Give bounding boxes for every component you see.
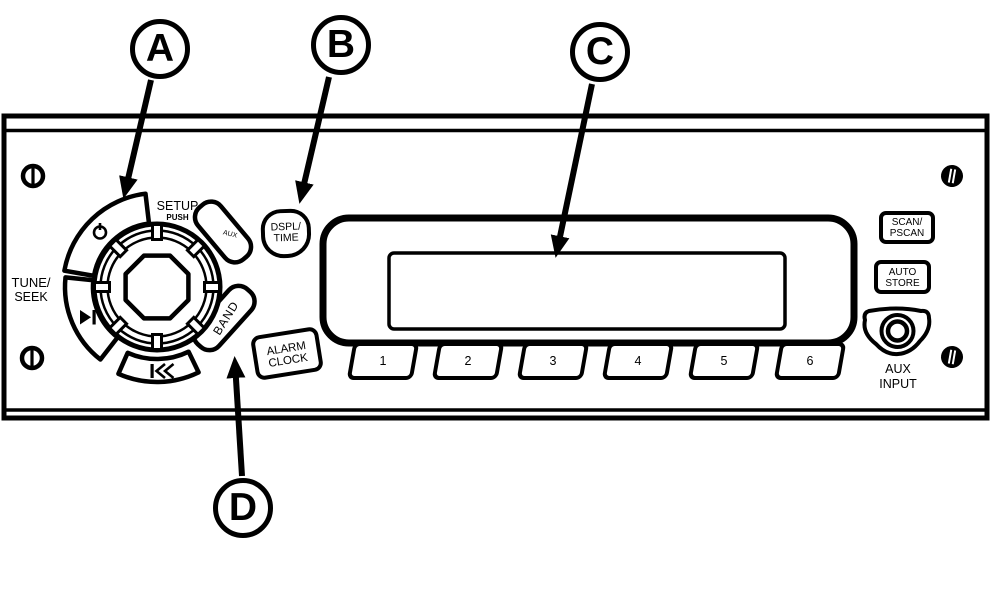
screw-top-right-icon: [941, 165, 963, 187]
callout-c-arrow: [550, 83, 595, 258]
callout-b: B: [311, 15, 371, 75]
auto-store-line2: STORE: [885, 277, 920, 289]
preset-4-button: 4: [601, 342, 675, 380]
setup-push-label: SETUP PUSH: [150, 199, 205, 223]
display-window: [387, 251, 787, 331]
power-icon: [92, 223, 108, 240]
callout-b-arrow: [295, 76, 332, 204]
screw-bottom-left-icon: [19, 345, 45, 371]
aux-input-label-line2: INPUT: [879, 377, 917, 391]
preset-3-button: 3: [516, 342, 590, 380]
preset-1-button: 1: [346, 342, 420, 380]
callout-c: C: [570, 22, 630, 82]
scan-pscan-line2: PSCAN: [889, 227, 925, 239]
aux-input-label-line1: AUX: [885, 362, 911, 376]
knob-center-octagon: [123, 253, 191, 321]
preset-4-label: 4: [634, 354, 642, 368]
scan-pscan-line1: SCAN/: [891, 217, 923, 228]
preset-5-label: 5: [720, 354, 728, 368]
tune-seek-label-line1: TUNE/: [11, 275, 51, 290]
preset-6-label: 6: [806, 354, 814, 368]
knob-grip-ticks: [93, 223, 221, 351]
screw-top-left-icon: [20, 163, 46, 189]
callout-d-arrow: [226, 356, 246, 477]
dspl-time-line2: TIME: [273, 231, 299, 245]
auto-store-line1: AUTO: [888, 267, 917, 278]
aux-input-jack: [862, 306, 932, 357]
skip-petal-button: [116, 349, 201, 385]
tune-seek-label-line2: SEEK: [14, 290, 48, 304]
setup-label-line: SETUP: [156, 199, 199, 213]
aux-petal-button: [192, 199, 254, 265]
callout-a: A: [130, 19, 190, 79]
preset-5-button: 5: [687, 342, 761, 380]
preset-3-label: 3: [549, 354, 557, 368]
preset-2-label: 2: [464, 354, 472, 368]
screw-bottom-right-icon: [941, 346, 963, 368]
tune-seek-label: TUNE/ SEEK: [8, 275, 54, 305]
skip-back-icon: [150, 362, 175, 380]
preset-1-label: 1: [379, 354, 387, 368]
preset-6-button: 6: [773, 342, 847, 380]
callout-a-arrow: [119, 79, 154, 199]
aux-input-label: AUX INPUT: [866, 362, 930, 392]
tune-seek-knob: [91, 221, 223, 353]
auto-store-button: AUTO STORE: [874, 260, 931, 294]
scan-pscan-button: SCAN/ PSCAN: [879, 211, 935, 244]
push-label-line: PUSH: [166, 213, 189, 222]
preset-2-button: 2: [431, 342, 505, 380]
seek-forward-icon: [80, 310, 96, 325]
callout-d: D: [213, 478, 273, 538]
